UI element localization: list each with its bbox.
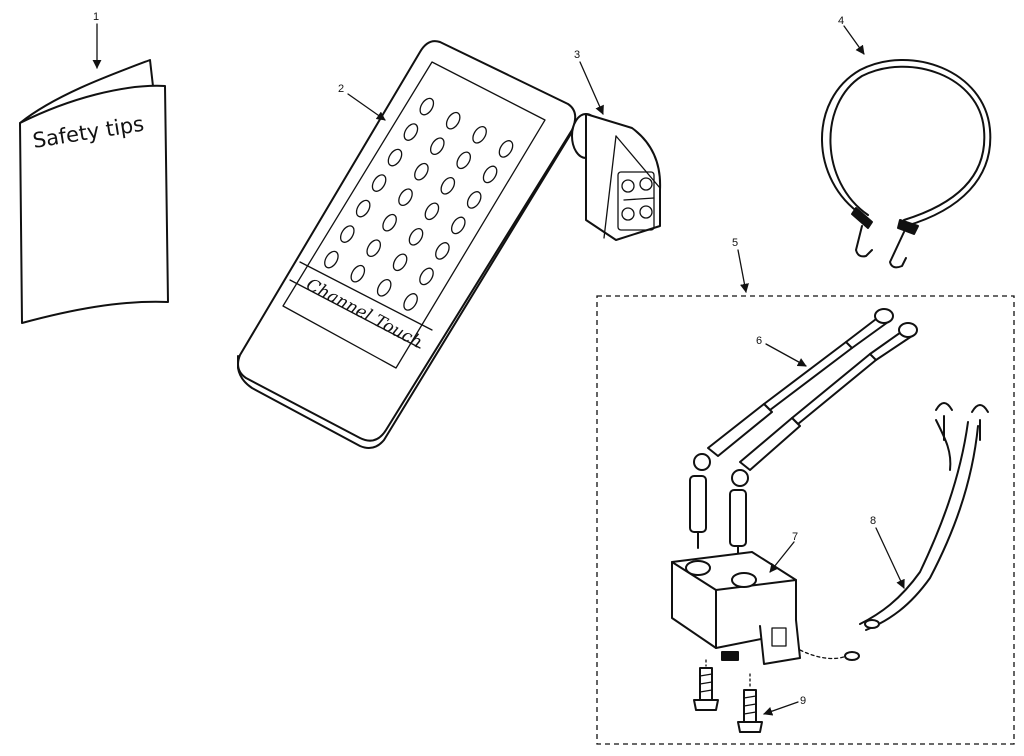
remote-button — [440, 176, 456, 195]
remote-button — [419, 267, 434, 286]
remote-button — [398, 188, 413, 207]
callout-5: 5 — [732, 237, 738, 249]
remote-button — [387, 148, 403, 167]
remote-button — [414, 162, 429, 181]
antenna-base — [671, 551, 801, 665]
remote-button — [324, 250, 339, 269]
remote-button — [450, 216, 466, 235]
remote-button-grid — [324, 97, 514, 311]
remote-button — [419, 97, 435, 116]
remote-button — [445, 111, 461, 130]
remote-button — [498, 140, 514, 158]
remote-button — [339, 225, 355, 243]
screws — [693, 659, 763, 733]
callout-7: 7 — [792, 531, 798, 543]
remote-button — [355, 199, 371, 218]
remote-button — [472, 125, 487, 144]
remote-button — [366, 239, 382, 258]
callout-8: 8 — [870, 515, 876, 527]
remote-button — [371, 174, 387, 192]
remote-button — [382, 213, 397, 232]
callout-6: 6 — [756, 335, 762, 347]
loop-antenna — [821, 59, 992, 269]
remote-button — [456, 151, 472, 170]
callout-2: 2 — [338, 83, 344, 95]
remote-button — [376, 278, 392, 297]
callouts: 1 2 3 4 5 6 7 8 9 — [92, 11, 905, 716]
antenna-adapter — [571, 113, 662, 241]
callout-4: 4 — [838, 15, 844, 27]
assembly-box — [596, 295, 1015, 745]
remote-button — [408, 227, 424, 246]
remote-button — [429, 137, 445, 156]
remote-button — [403, 123, 419, 141]
remote-button — [435, 242, 450, 260]
remote-button — [466, 191, 482, 209]
remote-button — [392, 253, 408, 272]
remote-control: Channel Touch — [237, 40, 577, 449]
remote-button — [424, 202, 440, 221]
telescopic-rods — [689, 308, 918, 559]
remote-button — [482, 165, 498, 184]
callout-1: 1 — [93, 11, 99, 23]
safety-tips-booklet: Safety tips — [19, 59, 169, 324]
lead-wire — [799, 402, 989, 661]
remote-button — [350, 264, 366, 283]
callout-9: 9 — [800, 695, 806, 707]
remote-button — [403, 293, 418, 311]
callout-3: 3 — [574, 49, 580, 61]
